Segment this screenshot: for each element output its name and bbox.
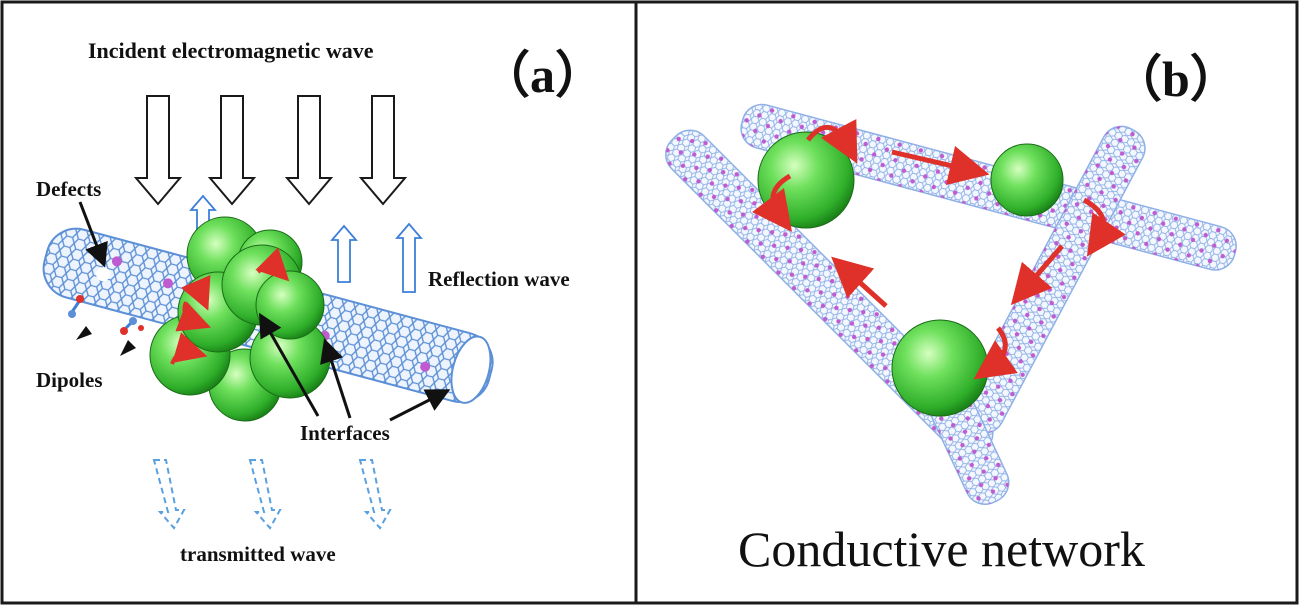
- rotation-arrows-a: [170, 247, 290, 365]
- curved-red-arrow-icon: [806, 118, 858, 164]
- transmitted-arrows: [152, 459, 392, 530]
- transmitted-wave-label: transmitted wave: [180, 542, 336, 566]
- down-arrow-outline-icon: [284, 95, 334, 206]
- panel-b-letter: （b）: [1112, 51, 1240, 107]
- dipoles: [68, 295, 144, 356]
- down-arrow-outline-icon: [358, 95, 408, 206]
- sphere: [990, 143, 1064, 217]
- dashed-down-arrow-icon: [152, 459, 186, 530]
- sphere: [757, 131, 855, 229]
- red-arrow-icon: [891, 146, 990, 185]
- panel-a: （a） Incident electromagnetic wave: [36, 38, 605, 566]
- black-arrow-icon: [76, 326, 92, 340]
- pointer-lines-a: [78, 201, 451, 422]
- flow-arrows-b: [831, 146, 1064, 308]
- dashed-down-arrow-icon: [248, 459, 282, 530]
- reflection-wave-label: Reflection wave: [428, 267, 570, 291]
- curved-red-arrow-icon: [170, 332, 208, 365]
- reflection-arrows: [189, 194, 423, 293]
- curved-red-arrow-icon: [752, 173, 792, 233]
- curved-red-arrow-icon: [255, 247, 290, 282]
- sphere: [255, 270, 325, 340]
- curved-red-arrow-icon: [973, 326, 1018, 380]
- red-arrow-icon: [1010, 244, 1064, 306]
- defects-label: Defects: [36, 177, 101, 201]
- panel-b: （b）: [665, 51, 1240, 577]
- conductive-network-caption: Conductive network: [738, 521, 1145, 577]
- incident-arrows: [133, 95, 408, 206]
- curved-red-arrow-icon: [180, 274, 211, 311]
- up-arrow-outline-icon: [330, 224, 358, 283]
- red-arrow-icon: [831, 256, 888, 308]
- incident-wave-label: Incident electromagnetic wave: [88, 38, 374, 63]
- black-arrow-icon: [120, 340, 136, 356]
- up-arrow-outline-icon: [395, 222, 423, 293]
- down-arrow-outline-icon: [133, 95, 183, 206]
- interfaces-label: Interfaces: [300, 421, 390, 445]
- curved-red-arrow-icon: [1082, 197, 1126, 257]
- down-arrow-outline-icon: [207, 95, 257, 206]
- rotation-arrows-b: [752, 118, 1126, 380]
- curved-red-arrow-icon: [175, 301, 211, 332]
- dashed-down-arrow-icon: [358, 459, 392, 530]
- sphere: [891, 319, 989, 417]
- panel-a-letter: （a）: [480, 47, 605, 103]
- dipoles-label: Dipoles: [36, 368, 103, 392]
